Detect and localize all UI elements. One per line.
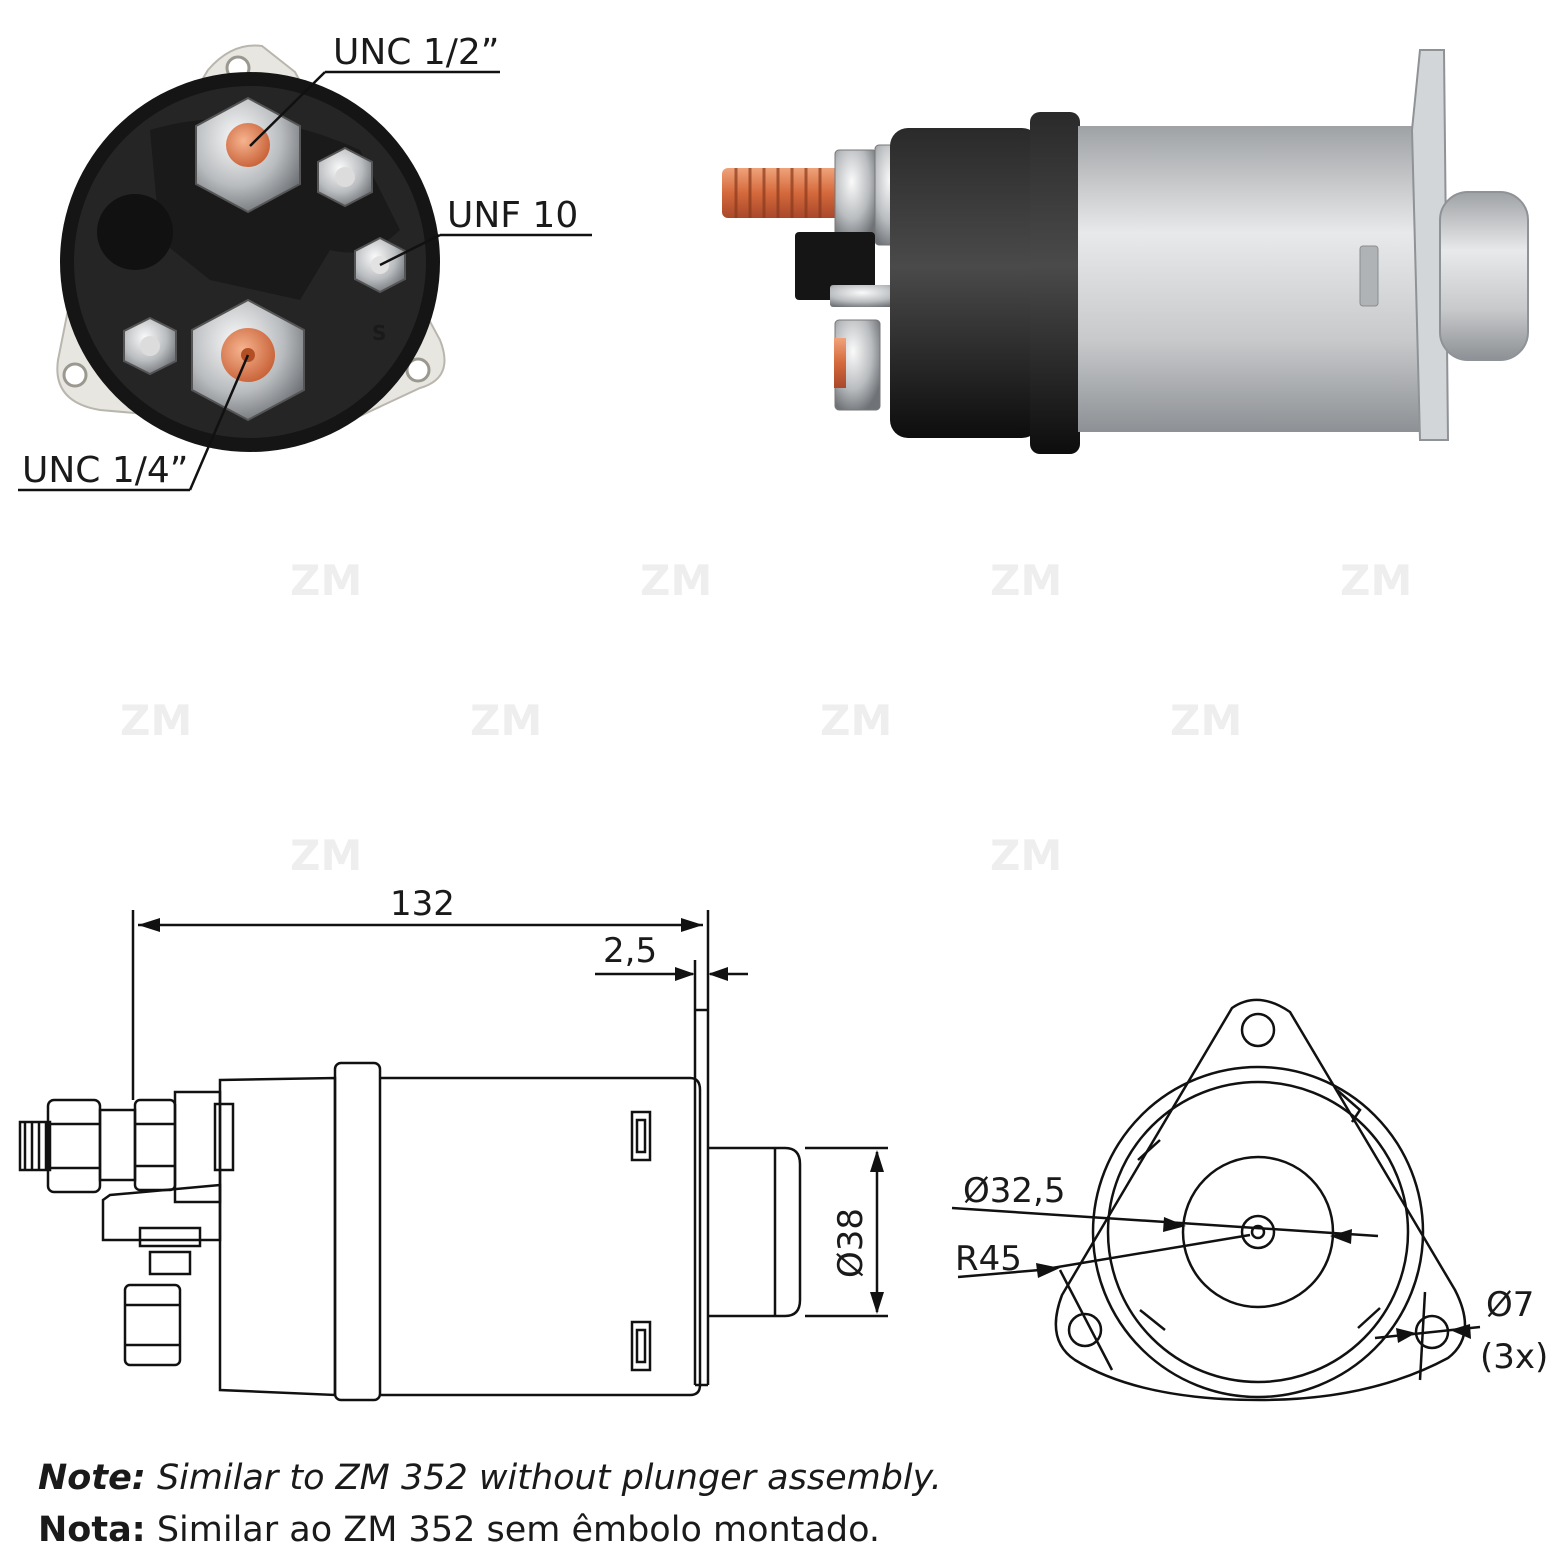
note-portuguese: Nota: Similar ao ZM 352 sem êmbolo monta…	[38, 1510, 880, 1550]
svg-text:S: S	[372, 321, 386, 345]
terminal-callouts	[18, 70, 592, 492]
front-technical-drawing	[951, 998, 1481, 1402]
dimension-inner-diameter: Ø32,5	[963, 1171, 1065, 1211]
callout-unf-10: UNF 10	[447, 195, 578, 236]
callout-unc-half: UNC 1/2”	[333, 32, 499, 73]
watermark-text: ZM	[290, 556, 362, 605]
watermark-text: ZM	[290, 831, 362, 880]
note-english-text: Similar to ZM 352 without plunger assemb…	[145, 1458, 942, 1498]
watermark-text: ZM	[120, 696, 192, 745]
rear-view-photo: S	[56, 44, 446, 452]
dimension-flange-thickness: 2,5	[603, 931, 657, 971]
dimension-hole-diameter: Ø7	[1486, 1285, 1534, 1325]
side-technical-drawing	[18, 910, 888, 1402]
note-english-label: Note:	[38, 1458, 146, 1498]
watermark-text: ZM	[820, 696, 892, 745]
watermark-text: ZM	[1340, 556, 1412, 605]
watermark-text: ZM	[640, 556, 712, 605]
dimension-plunger-diameter: Ø38	[831, 1208, 871, 1278]
dimension-hole-count: (3x)	[1480, 1337, 1548, 1377]
watermark-text: ZM	[470, 696, 542, 745]
note-portuguese-text: Similar ao ZM 352 sem êmbolo montado.	[145, 1510, 880, 1550]
note-english: Note: Similar to ZM 352 without plunger …	[38, 1458, 942, 1498]
dimension-overall-length: 132	[390, 884, 455, 924]
watermark-text: ZM	[990, 556, 1062, 605]
callout-unc-quarter: UNC 1/4”	[22, 450, 188, 491]
note-portuguese-label: Nota:	[38, 1510, 146, 1550]
watermark-text: ZM	[1170, 696, 1242, 745]
dimension-radius: R45	[955, 1239, 1022, 1279]
watermark-text: ZM	[990, 831, 1062, 880]
side-view-photo	[722, 49, 1529, 454]
